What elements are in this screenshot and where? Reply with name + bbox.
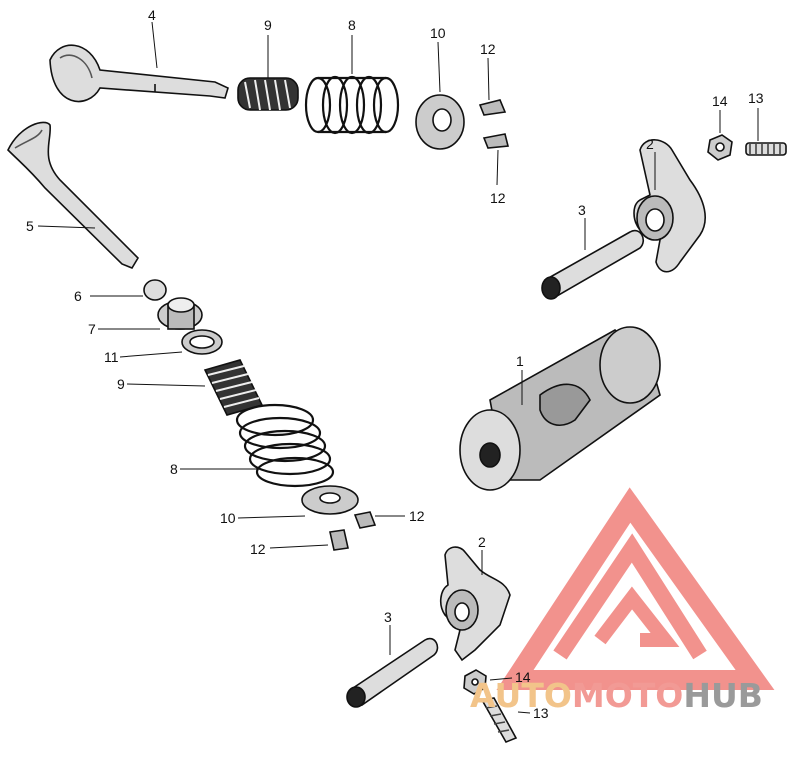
leader-lines <box>37 21 759 714</box>
spring-retainer-upper <box>415 94 465 150</box>
rocker-shaft-upper <box>541 229 645 300</box>
callout-12-lower-a: 12 <box>250 541 266 557</box>
valve-cotter-lower-a <box>353 511 377 529</box>
callout-1: 1 <box>516 353 524 369</box>
callout-7: 7 <box>88 321 96 337</box>
callout-12-upper-a: 12 <box>480 41 496 57</box>
callout-13-lower: 13 <box>533 705 549 721</box>
valve-upper <box>49 44 229 103</box>
watermark-part-moto: MOTO <box>571 676 684 715</box>
outer-spring-lower <box>235 403 335 488</box>
adjusting-screw-upper <box>745 142 787 156</box>
rocker-arm-lower <box>439 546 511 662</box>
callout-10-lower: 10 <box>220 510 236 526</box>
valve-cotter-upper-a <box>478 99 507 116</box>
callout-8-upper: 8 <box>348 17 356 33</box>
callout-9-lower: 9 <box>117 376 125 392</box>
callout-2-upper: 2 <box>646 136 654 152</box>
camshaft <box>459 326 661 491</box>
adjusting-screw-lower <box>480 697 518 744</box>
inner-spring-upper <box>237 77 299 111</box>
callout-12-lower-b: 12 <box>409 508 425 524</box>
callout-4: 4 <box>148 7 156 23</box>
valve-cotter-upper-b <box>482 133 510 149</box>
callout-14-lower: 14 <box>515 669 531 685</box>
rocker-shaft-lower <box>346 637 439 708</box>
valve-lower <box>7 121 140 269</box>
watermark-part-auto: AUTO <box>470 676 572 715</box>
callout-5: 5 <box>26 218 34 234</box>
callout-3-upper: 3 <box>578 202 586 218</box>
watermark-logo <box>496 487 775 690</box>
lock-nut-upper <box>707 134 733 161</box>
callout-9-upper: 9 <box>264 17 272 33</box>
lock-nut-lower <box>463 669 487 695</box>
watermark-part-hub: HUB <box>683 676 763 715</box>
watermark-text: AUTOMOTOHUB <box>470 676 763 716</box>
valve-stem-seal <box>157 297 203 330</box>
outer-spring-upper <box>304 75 400 135</box>
valve-seal-cap <box>143 279 167 301</box>
callout-8-lower: 8 <box>170 461 178 477</box>
rocker-arm-upper <box>633 139 706 273</box>
callout-12-upper-b: 12 <box>490 190 506 206</box>
valve-cotter-lower-b <box>329 529 349 551</box>
spring-retainer-lower <box>301 485 359 515</box>
callout-2-lower: 2 <box>478 534 486 550</box>
callout-3-lower: 3 <box>384 609 392 625</box>
spring-seat-washer <box>181 329 223 355</box>
callout-11: 11 <box>104 349 119 365</box>
callout-6: 6 <box>74 288 82 304</box>
callout-14-upper: 14 <box>712 93 728 109</box>
callout-10-upper: 10 <box>430 25 446 41</box>
callout-13-upper: 13 <box>748 90 764 106</box>
